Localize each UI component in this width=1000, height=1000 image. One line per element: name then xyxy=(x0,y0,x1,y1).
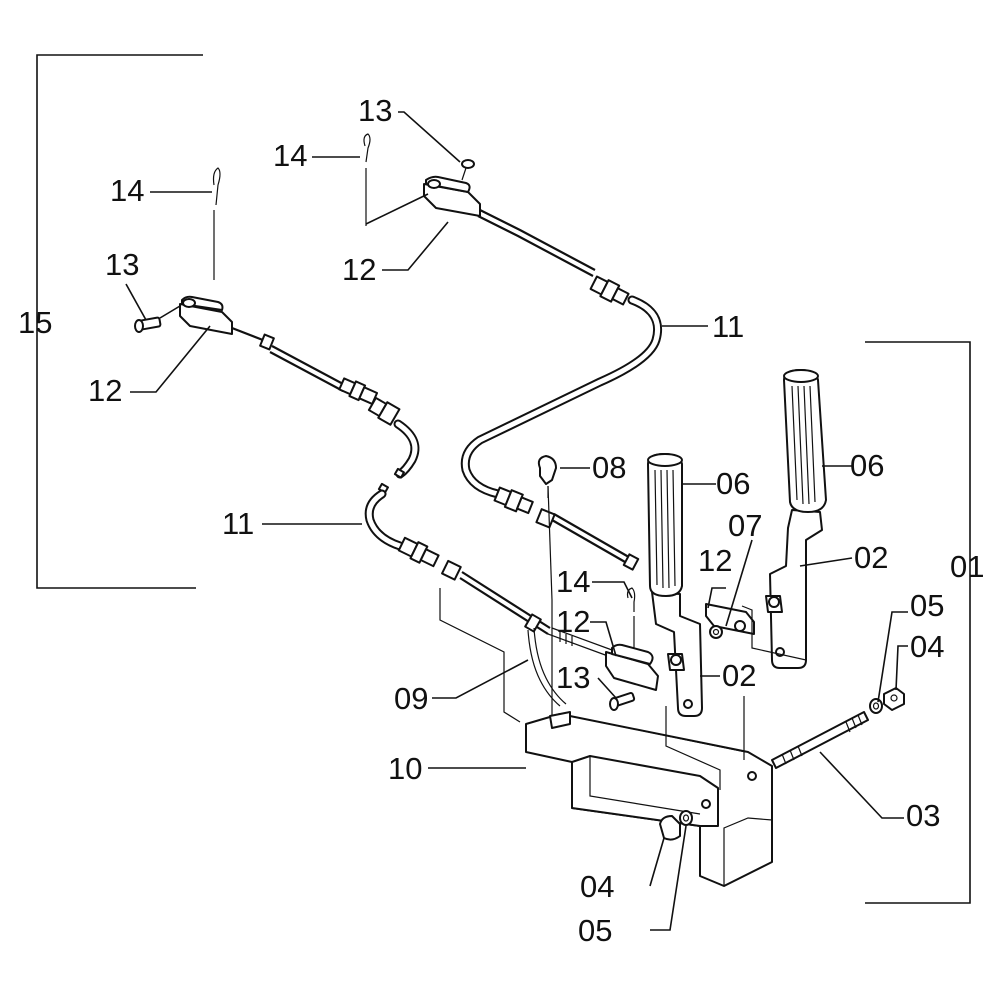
label-12-top: 12 xyxy=(342,252,376,287)
label-06-left: 06 xyxy=(716,466,750,501)
label-09: 09 xyxy=(394,681,428,716)
cable-assembly-left xyxy=(134,167,613,657)
cable-assembly-right xyxy=(363,133,662,571)
clip-08 xyxy=(537,455,557,720)
bracket-15 xyxy=(36,54,203,589)
callout-labels: 15 01 13 14 12 14 13 12 11 11 08 06 06 0… xyxy=(18,93,984,948)
label-05-right: 05 xyxy=(910,588,944,623)
label-07: 07 xyxy=(728,508,762,543)
clevis-12-middle xyxy=(605,643,659,711)
label-08: 08 xyxy=(592,450,626,485)
label-01: 01 xyxy=(950,549,984,584)
nut-04-lower xyxy=(659,815,681,841)
nut-04-right xyxy=(883,687,905,711)
washer-05-right xyxy=(869,698,883,714)
label-05-lower: 05 xyxy=(578,913,612,948)
bolt-03 xyxy=(771,711,869,769)
label-11-left: 11 xyxy=(222,506,254,541)
label-02-right: 02 xyxy=(854,540,888,575)
label-14-left: 14 xyxy=(110,173,144,208)
pedal-lever-right xyxy=(765,369,827,669)
label-12-lower: 12 xyxy=(556,604,590,639)
spring-09 xyxy=(527,627,567,707)
cotter-14-lower xyxy=(626,587,636,648)
pedal-lever-left xyxy=(647,453,703,717)
label-12-left: 12 xyxy=(88,373,122,408)
leader-lines xyxy=(125,111,908,931)
label-06-right: 06 xyxy=(850,448,884,483)
bracket-01 xyxy=(865,341,971,904)
label-13-left: 13 xyxy=(105,247,139,282)
label-04-right: 04 xyxy=(910,629,944,664)
label-13-lower: 13 xyxy=(556,660,590,695)
label-13-top: 13 xyxy=(358,93,392,128)
label-11-right: 11 xyxy=(712,309,744,344)
washer-05-lower xyxy=(679,810,693,826)
base-bracket-10 xyxy=(439,588,807,887)
clevis-12-right xyxy=(705,603,755,639)
label-04-lower: 04 xyxy=(580,869,614,904)
label-03: 03 xyxy=(906,798,940,833)
label-12-right: 12 xyxy=(698,543,732,578)
label-15: 15 xyxy=(18,305,52,340)
label-10: 10 xyxy=(388,751,422,786)
label-14-lower: 14 xyxy=(556,564,590,599)
label-14-top: 14 xyxy=(273,138,307,173)
label-02-left: 02 xyxy=(722,658,756,693)
